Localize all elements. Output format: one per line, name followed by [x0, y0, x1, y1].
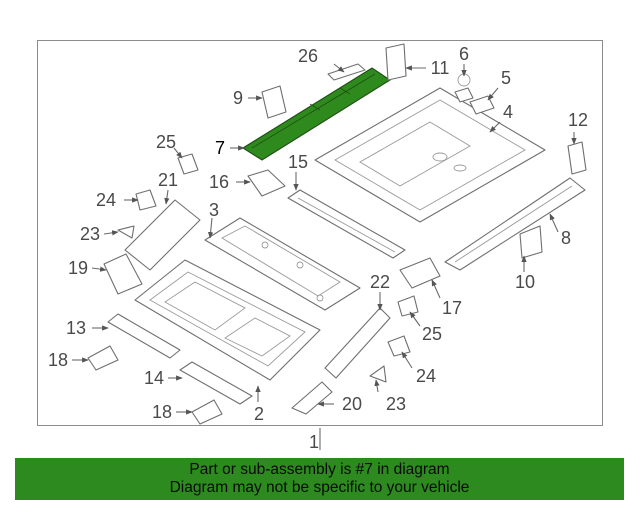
callout-3: 3 [209, 200, 219, 220]
part-23b-clip[interactable] [369, 365, 387, 383]
part-20-bracket[interactable] [291, 381, 333, 415]
part-16-bracket[interactable] [247, 169, 286, 197]
callout-11: 11 [431, 58, 450, 78]
callout-24b: 24 [416, 366, 436, 386]
part-11-bracket[interactable] [385, 43, 407, 81]
callout-5: 5 [501, 68, 511, 88]
callout-labels: 1 2 3 4 5 6 7 8 9 10 11 12 13 14 15 16 1… [48, 44, 588, 452]
callout-7: 7 [215, 138, 225, 158]
part-22-member[interactable] [324, 307, 391, 379]
part-24b-bracket[interactable] [387, 335, 411, 357]
callout-26: 26 [298, 46, 318, 66]
part-21-panel[interactable] [124, 199, 201, 271]
callout-9: 9 [233, 88, 243, 108]
part-18b-bracket[interactable] [191, 399, 223, 425]
part-15-crossmember[interactable] [287, 189, 406, 259]
part-10-bracket[interactable] [519, 225, 543, 259]
footer-banner: Part or sub-assembly is #7 in diagram Di… [15, 458, 624, 500]
callout-23a: 23 [80, 224, 100, 244]
callout-6: 6 [459, 44, 469, 64]
callout-18a: 18 [48, 350, 68, 370]
callout-1: 1 [309, 432, 319, 452]
part-18a-bracket[interactable] [87, 345, 119, 371]
callout-15: 15 [288, 152, 308, 172]
part-26-bracket[interactable] [327, 63, 366, 81]
callout-10: 10 [515, 272, 535, 292]
callout-23b: 23 [386, 394, 406, 414]
callout-21: 21 [158, 170, 178, 190]
part-9-bracket[interactable] [261, 85, 287, 119]
callout-14: 14 [144, 368, 164, 388]
callout-16: 16 [209, 172, 229, 192]
part-25b-bracket[interactable] [397, 295, 419, 317]
part-6-nut[interactable] [454, 73, 474, 103]
part-23-clip[interactable] [117, 225, 135, 239]
part-14-member[interactable] [179, 361, 253, 405]
part-12-bracket[interactable] [567, 141, 587, 175]
part-8-side-rail[interactable] [444, 177, 586, 271]
callout-18b: 18 [152, 402, 172, 422]
callout-8: 8 [561, 228, 571, 248]
callout-4: 4 [503, 102, 513, 122]
callout-24a: 24 [96, 190, 116, 210]
leader-lines [72, 63, 577, 450]
callout-25a: 25 [156, 132, 176, 152]
callout-13: 13 [66, 318, 86, 338]
callout-25b: 25 [422, 324, 442, 344]
part-3-center-floor[interactable] [204, 217, 361, 311]
part-17-bracket[interactable] [399, 257, 441, 289]
callout-20: 20 [342, 394, 362, 414]
part-25-bracket[interactable] [177, 153, 199, 175]
callout-12: 12 [568, 110, 588, 130]
part-2-front-floor-pan[interactable] [134, 259, 321, 381]
callout-17: 17 [442, 298, 462, 318]
part-19-bracket[interactable] [103, 253, 143, 295]
callout-22: 22 [370, 272, 390, 292]
part-4-rear-floor-pan[interactable] [314, 87, 546, 223]
part-13-member[interactable] [107, 313, 181, 359]
callout-19: 19 [68, 258, 88, 278]
footer-line-1: Part or sub-assembly is #7 in diagram [189, 461, 450, 478]
footer-line-2: Diagram may not be specific to your vehi… [169, 479, 470, 496]
callout-2: 2 [254, 404, 264, 424]
part-24-bracket[interactable] [135, 189, 157, 211]
